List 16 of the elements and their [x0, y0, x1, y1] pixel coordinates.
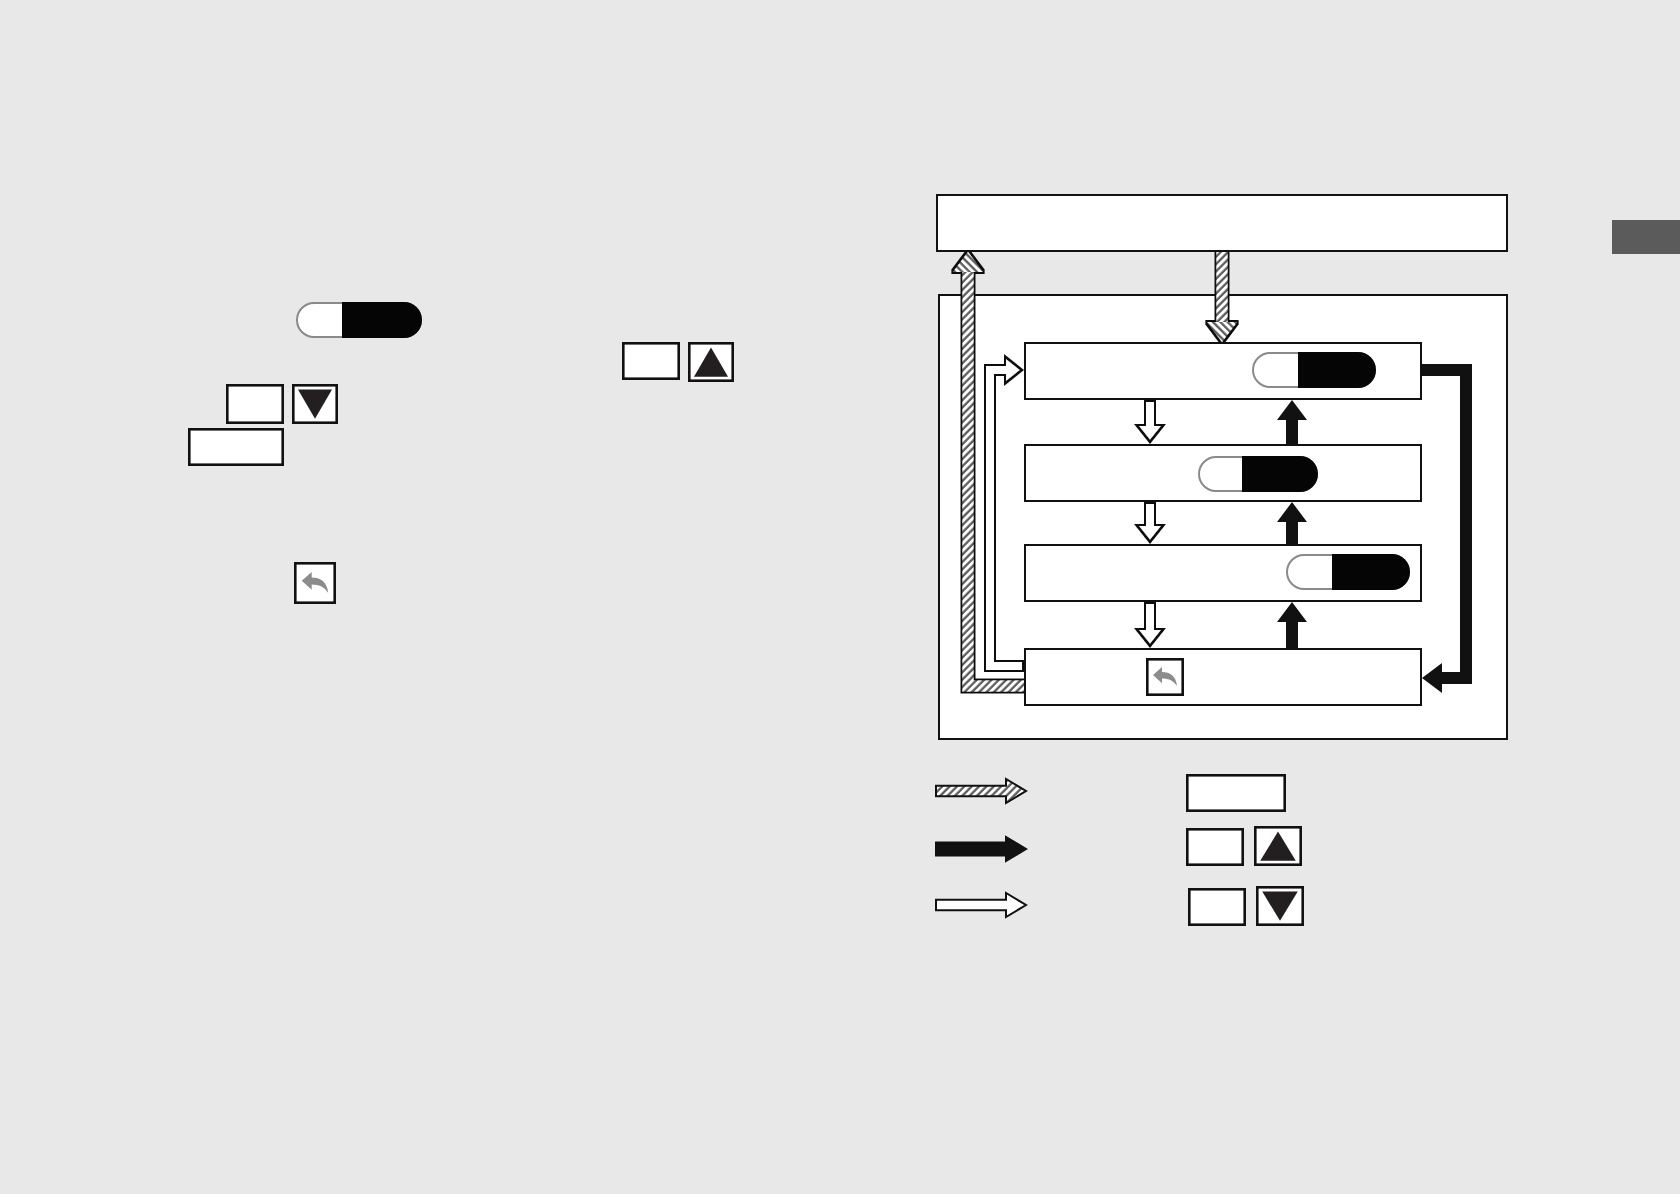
filled-arrow — [1277, 602, 1307, 648]
filled-arrow — [1277, 502, 1307, 544]
hatched-arrow — [1207, 252, 1237, 342]
hatched-arrow — [953, 252, 1024, 692]
filled-arrow — [1277, 400, 1307, 444]
hollow-arrow — [1134, 602, 1166, 648]
hollow-arrow — [984, 354, 1024, 672]
menu-item-box — [1024, 648, 1422, 706]
menu-item-box — [1024, 544, 1422, 602]
hollow-arrow — [1134, 502, 1166, 544]
menu-panel — [938, 294, 1508, 740]
header-box — [936, 194, 1508, 252]
menu-item-box — [1024, 444, 1422, 502]
filled-arrow — [1422, 364, 1472, 693]
hollow-arrow — [1134, 400, 1166, 444]
menu-item-box — [1024, 342, 1422, 400]
